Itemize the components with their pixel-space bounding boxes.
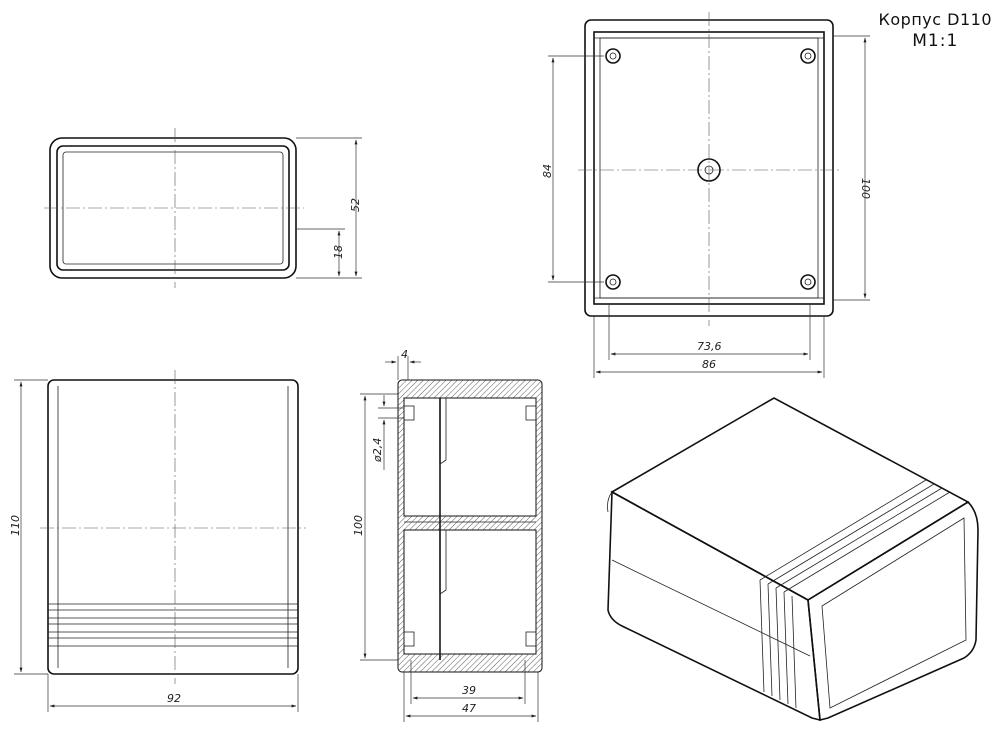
front-view: 52 18 — [44, 128, 362, 288]
boss-top-left-icon — [605, 48, 621, 64]
section-view: 4 100 ø2,4 39 47 — [352, 348, 543, 722]
drawing-title: Корпус D110 — [878, 10, 992, 29]
dim-86: 86 — [702, 358, 716, 371]
dim-92: 92 — [167, 692, 181, 705]
dim-84: 84 — [541, 164, 554, 178]
dim-47: 47 — [462, 702, 476, 715]
boss-center-icon — [697, 158, 721, 182]
dim-39: 39 — [462, 684, 476, 697]
top-view: 84 100 73,6 86 — [541, 12, 872, 378]
dim-4: 4 — [401, 348, 408, 361]
dim-110: 110 — [9, 515, 22, 536]
dim-100-top: 100 — [859, 178, 872, 199]
title-block: Корпус D110 М1:1 — [879, 10, 992, 51]
boss-bottom-right-icon — [800, 274, 816, 290]
dim-73-6: 73,6 — [697, 340, 722, 353]
side-view: 110 92 — [9, 370, 306, 712]
boss-top-right-icon — [800, 48, 816, 64]
dim-52: 52 — [349, 198, 362, 212]
boss-bottom-left-icon — [605, 274, 621, 290]
drawing-scale: М1:1 — [912, 31, 959, 51]
dim-18: 18 — [332, 245, 345, 259]
dim-hole: ø2,4 — [371, 438, 384, 463]
isometric-view — [607, 397, 979, 722]
dim-100-section: 100 — [352, 515, 365, 536]
